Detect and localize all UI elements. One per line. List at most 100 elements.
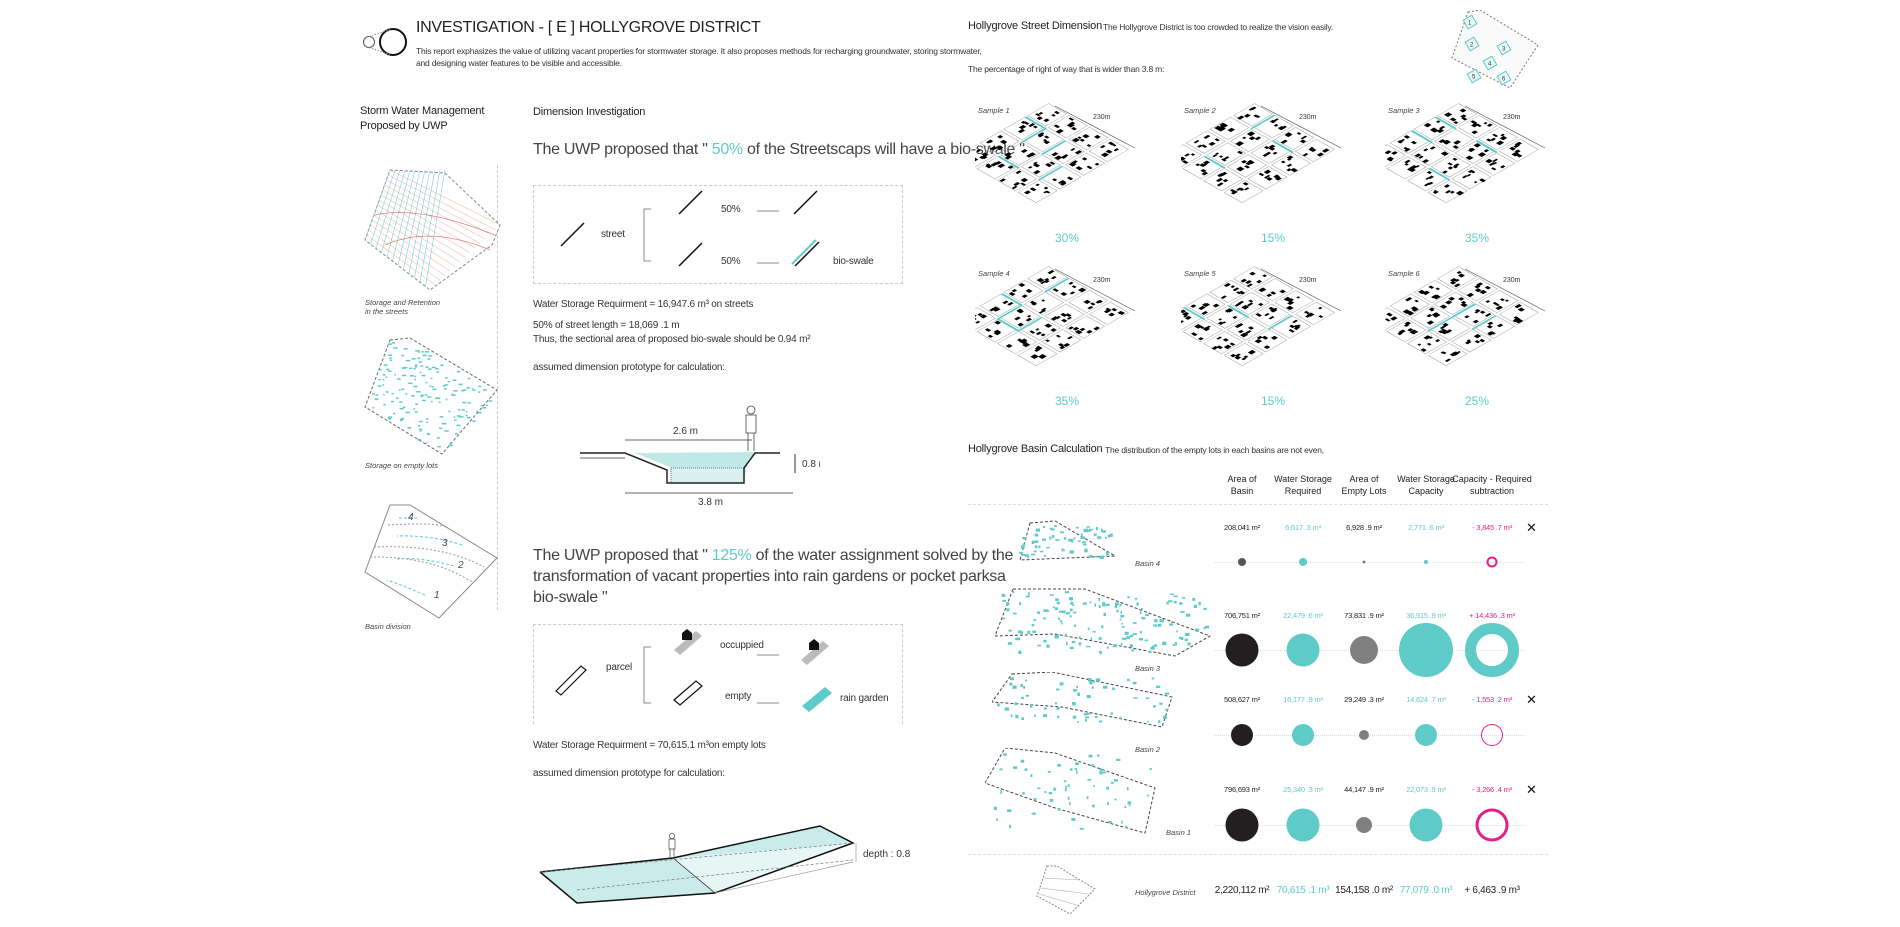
empty-lot-mark [415, 403, 418, 406]
building [1466, 173, 1472, 177]
sample-percent: 30% [1055, 231, 1080, 245]
empty-lot-mark [1166, 601, 1169, 605]
sample-label: Sample 4 [978, 269, 1010, 278]
building [1458, 297, 1465, 301]
building [1242, 136, 1247, 140]
building [1470, 122, 1479, 128]
empty-lot-mark [1077, 692, 1081, 696]
empty-lot-mark [1086, 695, 1091, 699]
building [1005, 152, 1011, 156]
scale-line [1260, 268, 1342, 312]
building [1426, 342, 1432, 346]
building [1068, 117, 1075, 121]
empty-lot-mark [377, 385, 382, 387]
empty-lot-mark [1138, 638, 1144, 641]
section-title: Hollygrove Basin Calculation [968, 443, 1103, 455]
building [1415, 165, 1420, 168]
building [1309, 146, 1315, 150]
caption: Storage and Retention [365, 298, 441, 307]
empty-lot-mark [1121, 622, 1123, 625]
empty-lot-mark [1070, 768, 1073, 771]
wide-street-highlight [1037, 165, 1064, 181]
building [981, 152, 989, 157]
building [991, 306, 999, 311]
building [1070, 147, 1076, 152]
building [1407, 328, 1414, 332]
circle-empty [1356, 817, 1372, 833]
wide-street-highlight [1427, 167, 1451, 181]
empty-lot-mark [1037, 644, 1041, 647]
empty-lot-mark [1043, 639, 1047, 643]
building [1014, 316, 1021, 321]
building [1436, 120, 1441, 123]
building [1255, 313, 1262, 317]
empty-lot-mark [459, 416, 464, 418]
building [1270, 291, 1277, 295]
building [1483, 122, 1488, 125]
wide-street-highlight [1000, 293, 1024, 307]
empty-lot-mark [386, 368, 390, 371]
building [980, 155, 988, 160]
building [1318, 315, 1324, 318]
building [1002, 300, 1009, 305]
building [1479, 178, 1486, 183]
sample-number: 1 [1468, 21, 1472, 27]
empty-lot-mark [1098, 637, 1102, 640]
building [1033, 161, 1038, 165]
block [1000, 142, 1041, 166]
empty-lot-mark [1184, 638, 1188, 642]
building [1105, 307, 1112, 312]
building [1492, 158, 1498, 163]
building [1107, 141, 1115, 146]
building [1218, 318, 1223, 321]
empty-lot-mark [389, 357, 392, 359]
street-sample-map: 230m [1181, 103, 1342, 204]
building [1515, 153, 1523, 158]
assumed-label: assumed dimension prototype for calculat… [533, 768, 725, 779]
building [1296, 296, 1301, 299]
building [1181, 311, 1190, 317]
building [1453, 140, 1462, 145]
building [1202, 326, 1211, 332]
building [1193, 140, 1200, 144]
building [1404, 159, 1411, 164]
building [1460, 300, 1467, 305]
block [1386, 156, 1427, 180]
empty-lot-mark [1055, 539, 1060, 541]
building [1043, 190, 1048, 194]
building [1391, 151, 1398, 155]
empty-lot-mark [1053, 787, 1056, 791]
building [1449, 117, 1457, 122]
empty-lot-mark [1107, 534, 1110, 538]
building [1417, 343, 1422, 346]
street-sample-map: 230m [975, 103, 1136, 204]
empty-lot-mark [1099, 768, 1102, 771]
building [1243, 113, 1251, 118]
empty-lot-mark [1069, 608, 1073, 612]
left-title: Storm Water Management [360, 105, 485, 117]
building [1232, 287, 1240, 292]
quote-text: bio-swale " [533, 589, 608, 606]
empty-lot-mark [993, 806, 997, 811]
building [1037, 132, 1045, 137]
empty-lot-mark [408, 382, 413, 385]
empty-lot-mark [1127, 596, 1130, 599]
building [1474, 309, 1481, 313]
building [1059, 182, 1067, 186]
block [1209, 116, 1250, 140]
building [1420, 348, 1427, 352]
building [1113, 148, 1119, 152]
street-grid-diagram [364, 169, 501, 291]
building [1408, 168, 1416, 173]
empty-lot-mark [1092, 804, 1095, 808]
empty-lot-mark [1144, 639, 1149, 642]
empty-lot-mark [436, 437, 440, 439]
building [1442, 170, 1448, 174]
building [1029, 330, 1036, 334]
sample-location-marker [1462, 14, 1478, 30]
empty-lot-mark [428, 355, 433, 357]
empty-lot-mark [1089, 555, 1093, 558]
building [1050, 328, 1057, 332]
logo-circles-icon [363, 28, 407, 56]
